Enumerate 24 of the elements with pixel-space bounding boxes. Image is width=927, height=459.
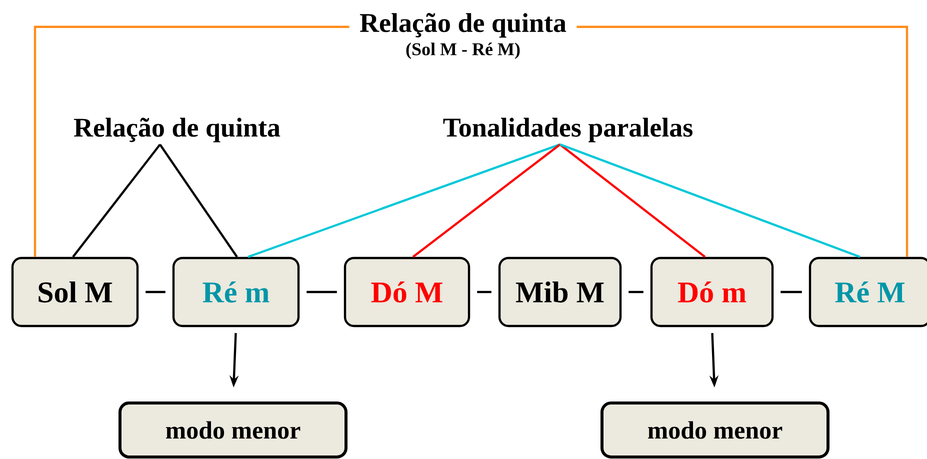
connector-line: [412, 144, 561, 258]
group-label: Relação de quinta: [74, 118, 280, 142]
group-label: Tonalidades paralelas: [443, 118, 692, 142]
connector-line: [159, 144, 238, 258]
dash-connector: [146, 290, 166, 294]
connector-line: [560, 143, 860, 258]
connector-line: [559, 144, 706, 258]
heading: Relação de quinta (Sol M - Ré M): [360, 13, 566, 59]
dash-connector: [477, 290, 492, 294]
key-box: Dó M: [344, 256, 470, 328]
key-box: Sol M: [11, 256, 139, 328]
key-box: Dó m: [650, 256, 774, 328]
mode-box: modo menor: [118, 402, 348, 458]
dash-connector: [780, 290, 802, 294]
connector-line: [72, 144, 161, 258]
dash-connector: [306, 290, 337, 294]
key-box: Ré M: [808, 256, 927, 328]
key-box: Ré m: [172, 256, 300, 328]
mode-box: modo menor: [600, 402, 830, 458]
connector-line: [248, 143, 560, 258]
connector-line: [576, 26, 908, 257]
connector-line: [34, 26, 350, 257]
dash-connector: [628, 290, 644, 294]
key-box: Mib M: [498, 256, 622, 328]
